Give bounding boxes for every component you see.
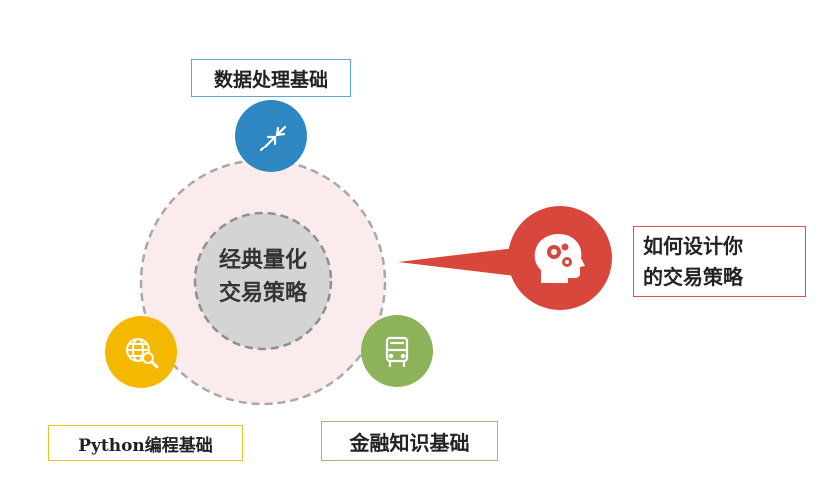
center-title: 经典量化 交易策略: [198, 212, 328, 342]
python-label-text: Python编程基础: [78, 435, 213, 456]
data-processing-label: 数据处理基础: [191, 59, 351, 97]
strategy-connector: [398, 245, 540, 279]
strategy-label-line1: 如何设计你: [643, 233, 743, 258]
data-processing-node: [235, 100, 307, 172]
strategy-node: [508, 206, 612, 310]
globe-search-icon: [126, 338, 159, 369]
finance-node: [361, 315, 433, 387]
strategy-label: 如何设计你 的交易策略: [633, 226, 806, 297]
python-label: Python编程基础: [48, 425, 243, 461]
finance-label: 金融知识基础: [321, 421, 498, 461]
center-title-line2: 交易策略: [218, 280, 307, 306]
finance-label-text: 金融知识基础: [349, 430, 470, 455]
head-gears-icon: [534, 234, 585, 283]
bus-icon: [385, 336, 409, 368]
strategy-label-line2: 的交易策略: [643, 264, 743, 289]
data-processing-label-text: 数据处理基础: [213, 68, 328, 91]
compress-arrows-icon: [259, 125, 287, 152]
center-title-line1: 经典量化: [218, 247, 307, 273]
python-node: [105, 316, 177, 388]
inner-circle: [193, 211, 333, 351]
